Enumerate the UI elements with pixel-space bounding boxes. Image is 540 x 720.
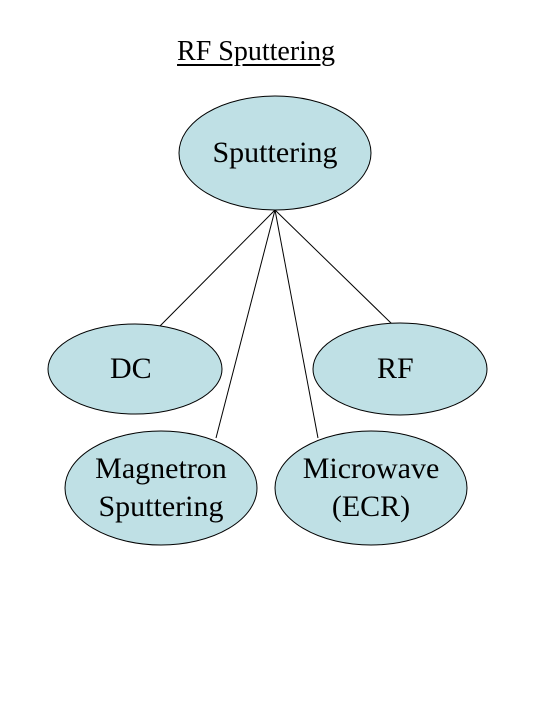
node-text-microwave-ecr: Microwave (ECR)	[302, 452, 440, 523]
edge-root-magnetron	[215, 209, 276, 439]
edge-root-rf	[274, 209, 393, 325]
page-title: RF Sputtering	[177, 36, 335, 67]
node-label-rf: RF	[313, 323, 487, 415]
node-text-sputtering: Sputtering	[212, 136, 338, 169]
node-label-microwave-ecr: Microwave (ECR)	[275, 431, 467, 545]
node-label-magnetron-sputtering: Magnetron Sputtering	[65, 431, 257, 545]
node-text-rf: RF	[377, 352, 414, 385]
node-label-sputtering: Sputtering	[179, 96, 371, 210]
node-microwave-ecr	[274, 430, 468, 546]
node-rf	[312, 322, 488, 416]
node-label-dc: DC	[48, 324, 222, 414]
node-sputtering	[178, 95, 372, 211]
edge-root-microwave	[274, 209, 319, 439]
node-text-magnetron-sputtering: Magnetron Sputtering	[95, 452, 227, 523]
edge-root-dc	[159, 209, 276, 327]
node-text-dc: DC	[110, 352, 152, 385]
node-magnetron-sputtering	[64, 430, 258, 546]
node-dc	[47, 323, 223, 415]
